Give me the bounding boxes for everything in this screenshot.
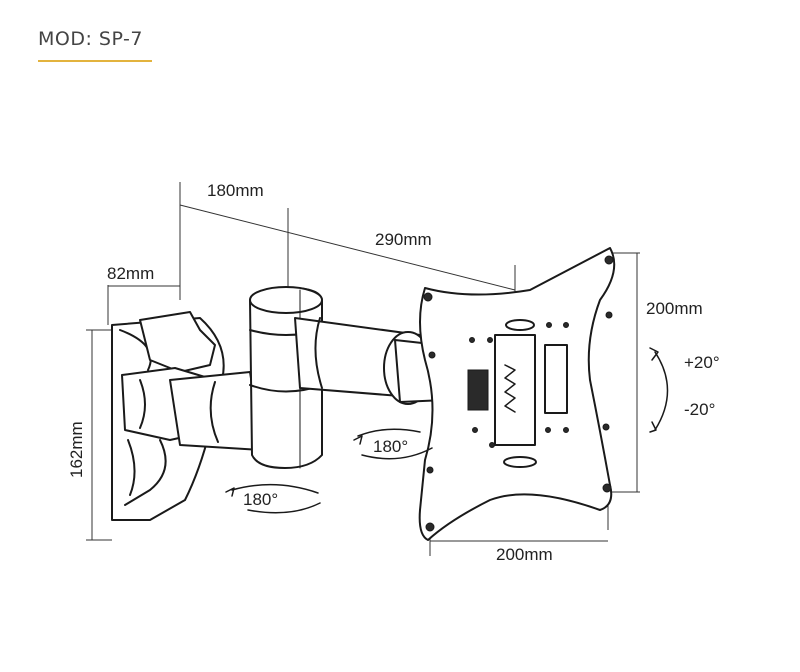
- rot-arm-swivel: 180°: [373, 437, 408, 456]
- first-arm: [169, 371, 263, 451]
- model-label: MOD: SP-7: [38, 28, 143, 50]
- rot-wall-swivel: 180°: [243, 490, 278, 509]
- rot-tilt-down: -20°: [684, 400, 715, 419]
- dim-arm-first: 180mm: [207, 181, 264, 200]
- rot-tilt-up: +20°: [684, 353, 720, 372]
- model-underline: [38, 60, 152, 62]
- dim-wall-height: 162mm: [67, 421, 86, 478]
- rotation-arrows: [225, 347, 669, 514]
- vesa-plate: [418, 247, 616, 541]
- dim-plate-height: 200mm: [646, 299, 703, 318]
- dim-wall-depth: 82mm: [107, 264, 154, 283]
- dim-plate-width: 200mm: [496, 545, 553, 564]
- dimension-lines: [86, 182, 640, 556]
- dim-arm-total: 290mm: [375, 230, 432, 249]
